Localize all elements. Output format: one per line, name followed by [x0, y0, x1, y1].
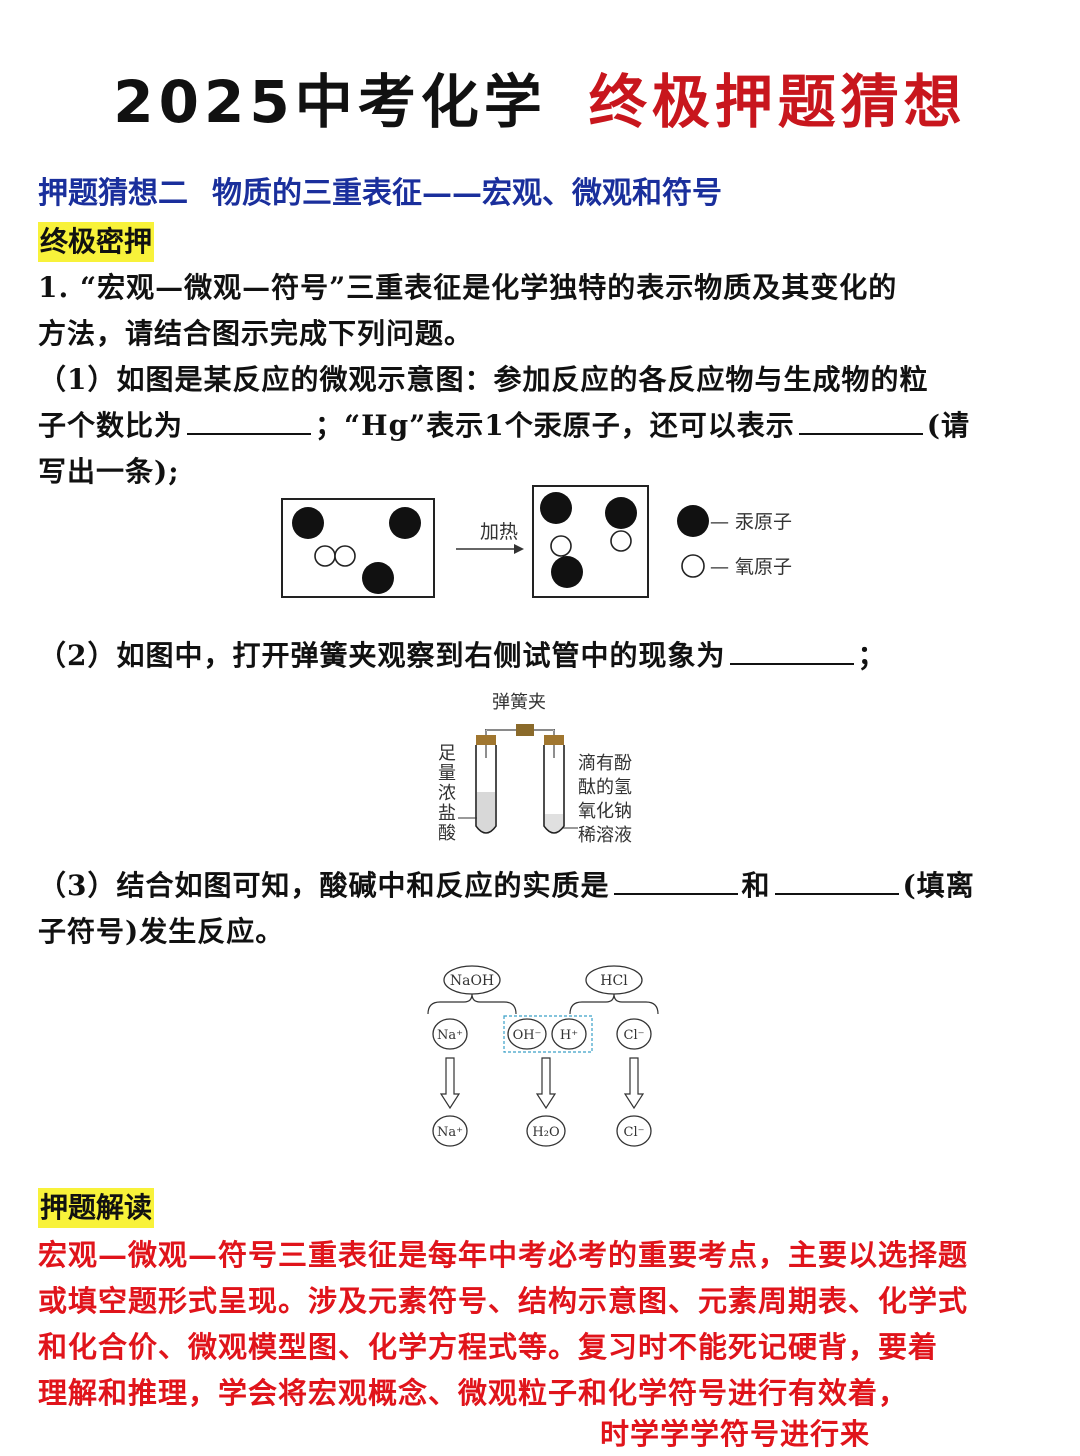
mercury-atom-icon: [292, 507, 324, 539]
left-test-tube-icon: [475, 745, 497, 834]
clamp-label: 弹簧夹: [492, 692, 546, 713]
reaction-micro-diagram: 加热 — 汞原子 — 氧原子: [270, 480, 830, 614]
right-label-line1: 滴有酚: [578, 753, 632, 774]
stopper-icon: [476, 735, 496, 745]
q1-line3: 写出一条);: [38, 455, 180, 488]
hcl-label: HCl: [600, 973, 628, 989]
interpretation-line2: 或填空题形式呈现。涉及元素符号、结构示意图、元素周期表、化学式: [38, 1284, 969, 1318]
tag-final-secret: 终极密押: [38, 222, 155, 262]
na-ion-label: Na⁺: [437, 1028, 463, 1043]
right-test-tube-icon: [543, 745, 565, 834]
answer-blank-ion1[interactable]: [613, 873, 738, 895]
section-subtitle: 押题猜想二物质的三重表征——宏观、微观和符号: [38, 172, 722, 216]
reaction-box: [503, 1015, 593, 1053]
answer-blank-ion2[interactable]: [774, 873, 899, 895]
brace-icon: [569, 993, 659, 1015]
q1-text-b: ；“Hg”表示1个汞原子，还可以表示: [315, 409, 795, 442]
right-label-line2: 酞的氢: [578, 777, 632, 798]
q3-text-c: (填离: [902, 869, 975, 902]
right-solution-label: 滴有酚 酞的氢 氧化钠 稀溶液: [578, 752, 632, 848]
oxygen-atom-icon: [334, 545, 356, 567]
interpretation-line4: 理解和推理，学会将宏观概念、微观粒子和化学符号进行有效着，: [38, 1376, 909, 1410]
answer-blank-ratio[interactable]: [187, 413, 312, 435]
cl-ion-product-label: Cl⁻: [624, 1125, 645, 1140]
right-label-line3: 氧化钠: [578, 801, 632, 822]
brace-icon: [427, 993, 517, 1015]
question-intro-line2: 方法，请结合图示完成下列问题。: [38, 317, 474, 350]
q1-line1: （1）如图是某反应的微观示意图：参加反应的各反应物与生成物的粒: [38, 363, 929, 396]
stopper-icon: [544, 735, 564, 745]
subtitle-part2: 物质的三重表征——宏观、微观和符号: [212, 176, 722, 211]
spring-clamp-icon: [516, 724, 534, 736]
q3-line1: （3）结合如图可知，酸碱中和反应的实质是 和 (填离: [38, 866, 975, 906]
tag-interpretation: 押题解读: [38, 1188, 155, 1228]
title-main: 2025中考化学: [113, 68, 547, 136]
mercury-atom-icon: [540, 492, 572, 524]
na-ion-product-label: Na⁺: [437, 1125, 463, 1140]
q1-text-a: 子个数比为: [38, 409, 184, 442]
interpretation-line1: 宏观—微观—符号三重表征是每年中考必考的重要考点，主要以选择题: [38, 1238, 969, 1272]
mercury-atom-icon: [551, 556, 583, 588]
mercury-atom-icon: [605, 497, 637, 529]
legend-mercury-label: — 汞原子: [710, 511, 792, 533]
oxygen-atom-icon: [610, 530, 632, 552]
title-highlight: 终极押题猜想: [588, 68, 967, 136]
h-ion-label: H⁺: [560, 1028, 578, 1043]
test-tube-apparatus: 弹簧夹 足量浓盐酸 滴有酚 酞的氢 氧化钠 稀溶液: [430, 688, 650, 857]
page-title: 2025中考化学终极押题猜想: [0, 62, 1080, 142]
q3-line2: 子符号)发生反应。: [38, 915, 285, 948]
left-solution-label: 足量浓盐酸: [438, 743, 456, 844]
down-arrow-icon: [535, 1057, 557, 1110]
naoh-label: NaOH: [450, 973, 494, 989]
q3-text-b: 和: [741, 869, 771, 902]
oxygen-atom-icon: [314, 545, 336, 567]
answer-blank-meaning[interactable]: [798, 413, 923, 435]
legend-mercury-icon: [677, 505, 709, 537]
q1-text-c: (请: [926, 409, 970, 442]
oh-ion-label: OH⁻: [513, 1028, 542, 1043]
answer-blank-phenomenon[interactable]: [729, 643, 854, 665]
subtitle-part1: 押题猜想二: [38, 176, 188, 211]
q2-text-a: （2）如图中，打开弹簧夹观察到右侧试管中的现象为: [38, 639, 726, 672]
legend-oxygen-label: — 氧原子: [710, 556, 792, 578]
arrow-icon: [514, 544, 524, 554]
heat-label: 加热: [480, 521, 518, 543]
q3-text-a: （3）结合如图可知，酸碱中和反应的实质是: [38, 869, 610, 902]
mercury-atom-icon: [362, 562, 394, 594]
cl-ion-label: Cl⁻: [624, 1028, 645, 1043]
mercury-atom-icon: [389, 507, 421, 539]
down-arrow-icon: [439, 1057, 461, 1110]
legend-oxygen-icon: [681, 554, 705, 578]
down-arrow-icon: [623, 1057, 645, 1110]
right-label-line4: 稀溶液: [578, 825, 632, 846]
oxygen-atom-icon: [550, 535, 572, 557]
interpretation-line3: 和化合价、微观模型图、化学方程式等。复习时不能死记硬背，要着: [38, 1330, 939, 1364]
q2-text-b: ；: [857, 639, 887, 672]
water-label: H₂O: [532, 1125, 559, 1140]
q2-line: （2）如图中，打开弹簧夹观察到右侧试管中的现象为 ；: [38, 636, 887, 676]
q1-line2: 子个数比为 ；“Hg”表示1个汞原子，还可以表示 (请: [38, 406, 970, 446]
neutralization-diagram: NaOH HCl Na⁺ OH⁻ H⁺ Cl⁻ Na⁺ H₂O Cl⁻: [420, 962, 680, 1156]
interpretation-line5: 时学学学符号进行来: [600, 1417, 871, 1451]
question-intro-line1: 1. “宏观—微观—符号”三重表征是化学独特的表示物质及其变化的: [38, 271, 898, 304]
